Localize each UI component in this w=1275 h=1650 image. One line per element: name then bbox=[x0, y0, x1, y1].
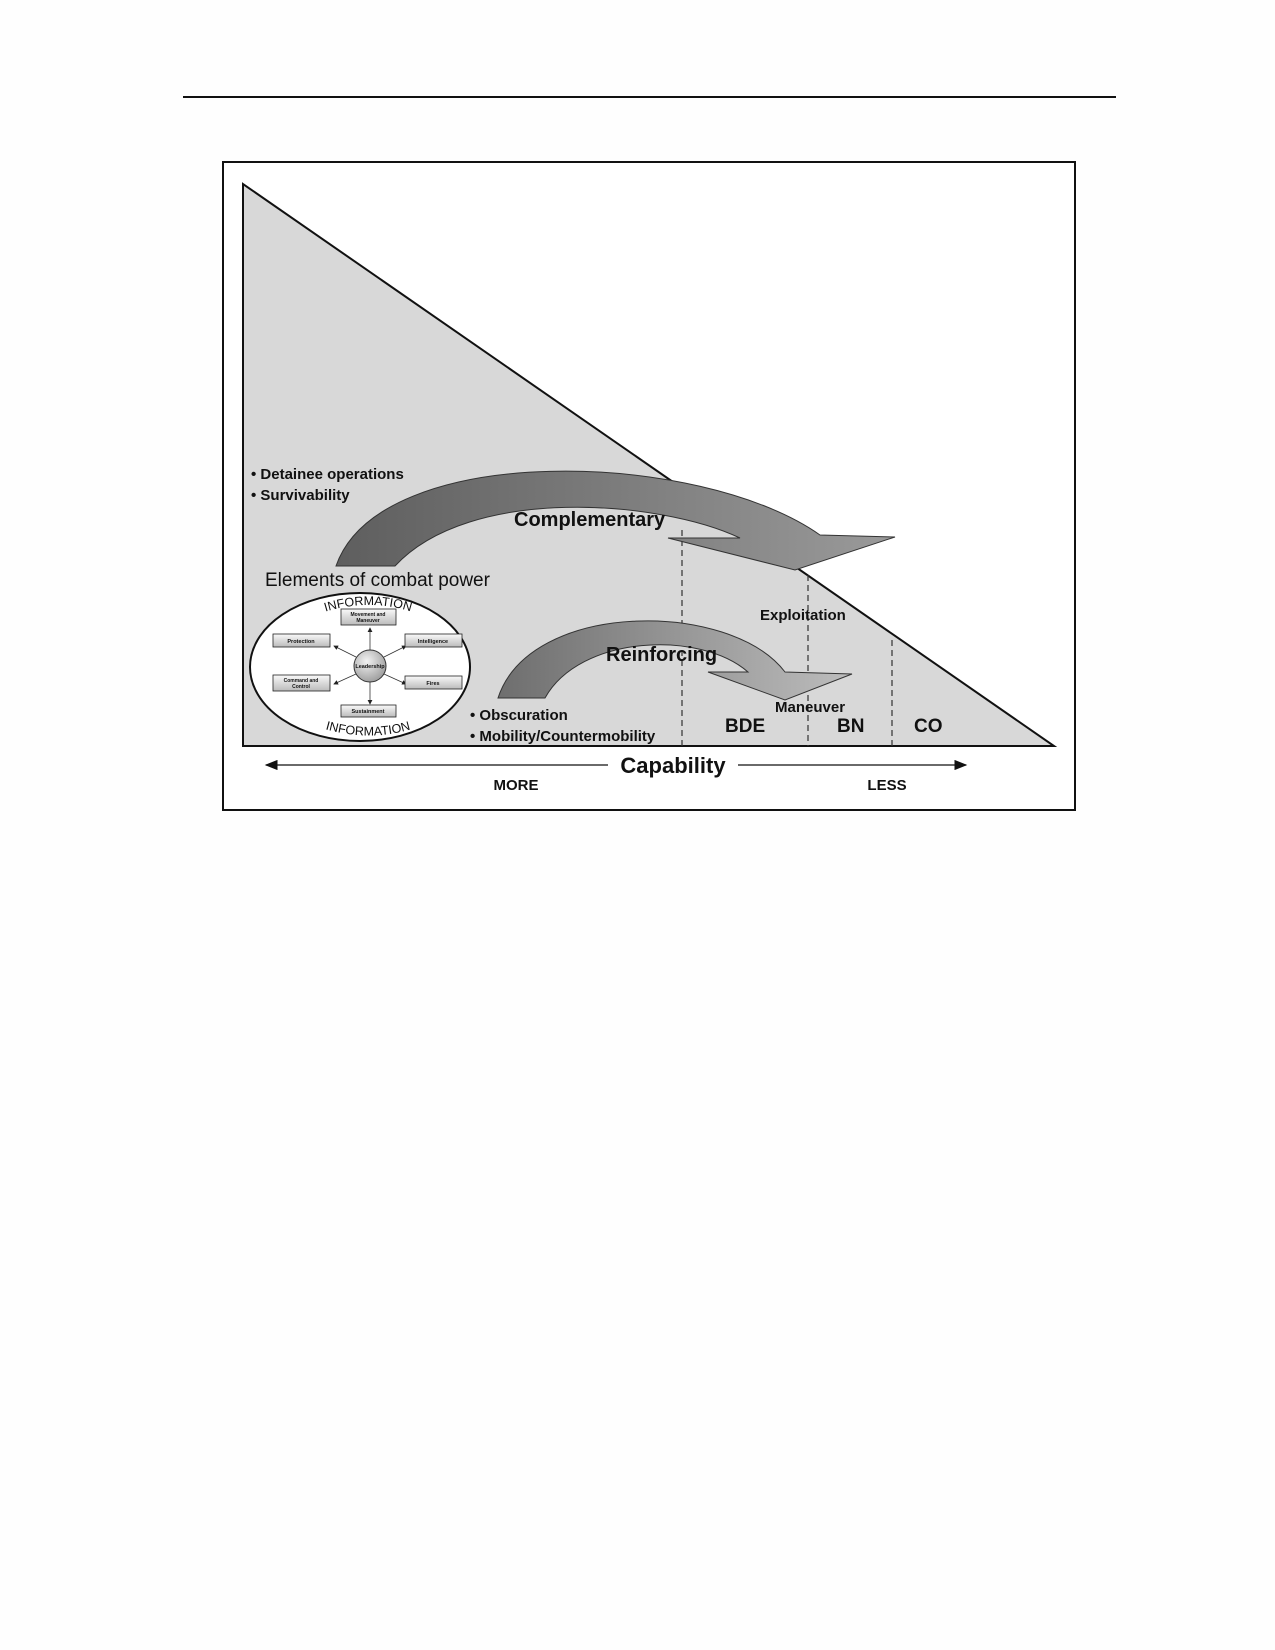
exploitation-label: Exploitation bbox=[760, 607, 846, 624]
box-intelligence bbox=[404, 633, 463, 648]
bullet-obscuration: • Obscuration bbox=[470, 707, 568, 724]
spoke-command bbox=[333, 673, 357, 685]
axis-less-label: LESS bbox=[867, 777, 906, 794]
box-movement bbox=[340, 608, 397, 626]
maneuver-label: Maneuver bbox=[775, 699, 845, 716]
reinforcing-label: Reinforcing bbox=[606, 644, 717, 666]
bullet-survivability: • Survivability bbox=[251, 487, 350, 504]
bullet-mobility: • Mobility/Countermobility bbox=[470, 728, 656, 745]
fires-label: Fires bbox=[426, 681, 439, 687]
box-command bbox=[272, 674, 331, 692]
leadership-circle bbox=[353, 649, 387, 683]
complementary-label: Complementary bbox=[514, 509, 666, 531]
echelon-bn: BN bbox=[837, 716, 864, 737]
elements-label: Elements of combat power bbox=[265, 570, 491, 591]
bullet-detainee: • Detainee operations bbox=[251, 466, 404, 483]
box-protection bbox=[272, 633, 331, 648]
command-label-2: Control bbox=[292, 684, 310, 690]
axis-more-label: MORE bbox=[494, 777, 539, 794]
combat-power-diagram: INFORMATION INFORMATION Leadership Movem… bbox=[249, 592, 471, 742]
box-fires bbox=[404, 675, 463, 690]
command-label-1: Command and bbox=[284, 678, 319, 684]
intelligence-label: Intelligence bbox=[418, 639, 448, 645]
movement-label-2: Maneuver bbox=[356, 618, 379, 624]
sustainment-label: Sustainment bbox=[351, 709, 384, 715]
information-bottom-label: INFORMATION bbox=[325, 719, 412, 739]
leadership-label: Leadership bbox=[355, 664, 385, 670]
echelon-bde: BDE bbox=[725, 716, 765, 737]
echelon-co: CO bbox=[914, 716, 943, 737]
complementary-arrow bbox=[335, 470, 896, 571]
spoke-protection bbox=[333, 645, 357, 658]
axis-capability-label: Capability bbox=[620, 753, 726, 778]
top-rule bbox=[183, 96, 1116, 98]
spoke-fires bbox=[383, 673, 407, 685]
spoke-intelligence bbox=[383, 645, 407, 658]
protection-label: Protection bbox=[287, 639, 315, 645]
movement-label-1: Movement and bbox=[350, 612, 385, 618]
capability-triangle bbox=[242, 182, 1058, 747]
reinforcing-arrow bbox=[497, 620, 853, 701]
box-sustainment bbox=[340, 704, 397, 718]
